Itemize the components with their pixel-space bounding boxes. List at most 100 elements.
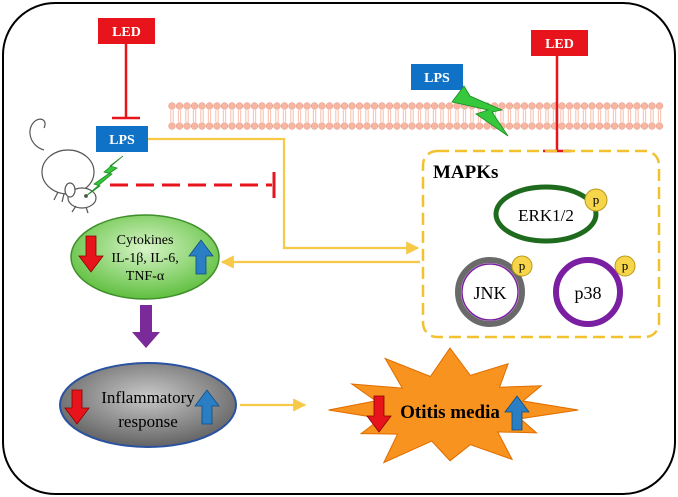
lipid-tail [440, 110, 444, 116]
otitis-label: Otitis media [400, 402, 500, 423]
lipid-head [258, 102, 266, 110]
lipid-tail [357, 116, 362, 122]
lipid-tail [170, 110, 174, 116]
lipid-tail [395, 110, 399, 116]
lipid-head [468, 122, 476, 130]
lipid-head [400, 102, 409, 110]
inflammatory-up-arrow-icon [194, 389, 220, 425]
mouse-legs [53, 191, 89, 214]
lipid-tail [387, 116, 392, 122]
lipid-head [310, 122, 319, 130]
lipid-tail [177, 110, 182, 116]
lipid-head [625, 122, 634, 130]
lipid-tail [237, 110, 242, 116]
lipid-head [385, 102, 394, 110]
lipid-tail [552, 116, 557, 122]
lipid-head [168, 102, 176, 110]
lipid-tail [522, 110, 527, 116]
lipid-head [175, 102, 184, 110]
lipid-tail [267, 116, 272, 122]
lipid-tail [312, 116, 317, 122]
lipid-tail [267, 110, 272, 116]
lipid-tail [290, 110, 294, 116]
lipid-head [535, 122, 544, 130]
lipid-tail [350, 116, 354, 122]
erk-label: ERK1/2 [518, 206, 574, 225]
lipid-head [475, 122, 484, 130]
lipid-tail [222, 116, 227, 122]
lipid-head [325, 102, 334, 110]
purple-down-arrow [132, 305, 160, 348]
lipid-head [655, 122, 664, 130]
led-right-label: LED [545, 37, 574, 52]
lipid-head [303, 102, 311, 110]
lipid-head [408, 102, 416, 110]
lipid-tail [207, 110, 212, 116]
lipid-head [408, 122, 416, 130]
lipid-head [655, 102, 664, 110]
lipid-head [205, 102, 214, 110]
lipid-tail [185, 116, 189, 122]
lipid-tail [372, 116, 377, 122]
lipid-head [558, 122, 566, 130]
lipid-tail [215, 110, 219, 116]
lipid-head [640, 122, 649, 130]
lipid-head [558, 102, 566, 110]
lipid-tail [507, 110, 512, 116]
lipid-head [295, 122, 304, 130]
lipid-head [190, 122, 199, 130]
lipid-head [438, 122, 446, 130]
lipid-tail [657, 110, 662, 116]
lipid-head [573, 102, 581, 110]
jnk-ring-inner [461, 263, 519, 321]
lipid-tail [582, 116, 587, 122]
lipid-head [243, 122, 251, 130]
lipid-head [378, 102, 386, 110]
mapks-box [421, 149, 661, 339]
lipid-tail [567, 110, 572, 116]
lipid-tail [650, 116, 654, 122]
erk-node: ERK1/2 p [493, 184, 608, 244]
p38-phospho-label: p [622, 258, 629, 273]
lipid-tail [432, 110, 437, 116]
lipid-head [565, 122, 574, 130]
lipid-head [595, 102, 604, 110]
lps-membrane-group: LPS [411, 64, 509, 137]
lipid-head [175, 122, 184, 130]
lipid-head [520, 102, 529, 110]
lipid-tail [252, 116, 257, 122]
lipid-head [318, 102, 326, 110]
lipid-tail [305, 110, 309, 116]
lps-membrane-box [411, 64, 463, 90]
p38-ring [553, 257, 623, 327]
lipid-head [633, 102, 641, 110]
p38-phospho-badge [614, 255, 636, 277]
p38-node: p38 p [553, 255, 636, 327]
lipid-head [220, 122, 229, 130]
lipid-tail [230, 110, 234, 116]
lipid-head [610, 102, 619, 110]
otitis-node: Otitis media [328, 347, 579, 464]
lipid-tail [260, 110, 264, 116]
lipid-tail [545, 110, 549, 116]
lipid-head [183, 122, 191, 130]
jnk-ring [455, 257, 525, 327]
lipid-tail [635, 116, 639, 122]
lipid-head [513, 122, 521, 130]
lipid-tail [432, 116, 437, 122]
lipid-head [648, 102, 656, 110]
jnk-phospho-label: p [519, 258, 526, 273]
lipid-tail [627, 110, 632, 116]
lipid-head [535, 102, 544, 110]
lipid-head [603, 102, 611, 110]
lipid-head [513, 102, 521, 110]
led-right: LED [531, 30, 588, 153]
lipid-tail [597, 116, 602, 122]
lipid-tail [410, 116, 414, 122]
lps-mouse-label: LPS [109, 133, 135, 148]
lipid-tail [282, 116, 287, 122]
lipid-tail [612, 110, 617, 116]
lipid-head [415, 102, 424, 110]
lipid-head [280, 122, 289, 130]
